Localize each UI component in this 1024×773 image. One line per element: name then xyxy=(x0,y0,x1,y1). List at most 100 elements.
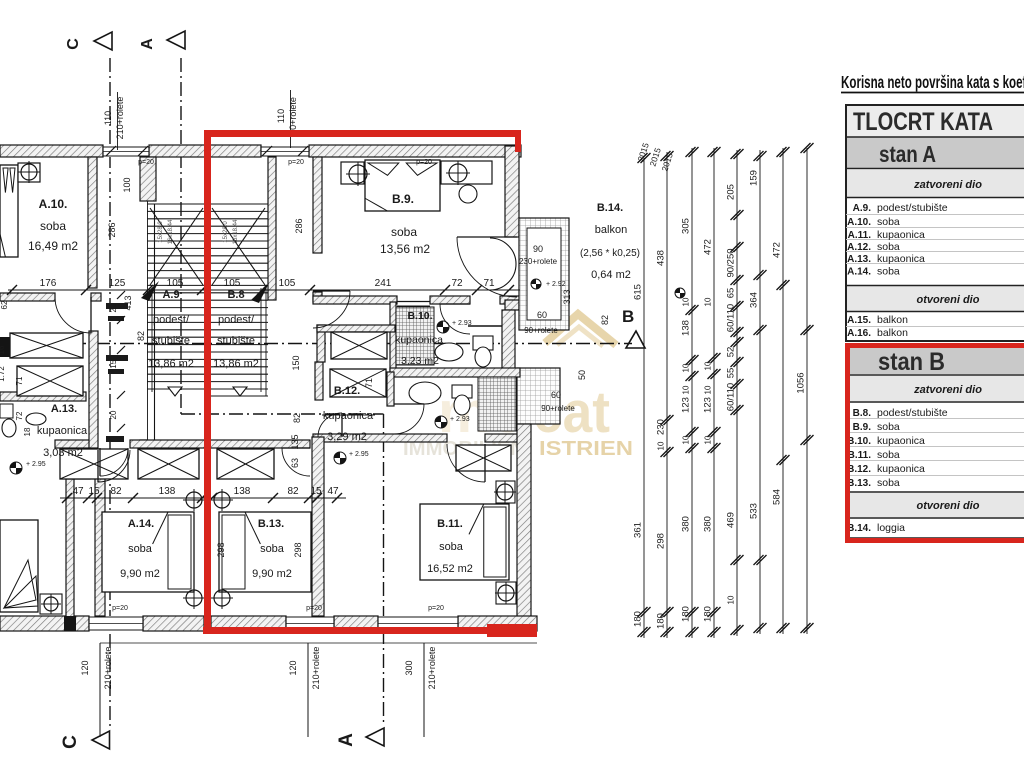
svg-text:C: C xyxy=(60,735,81,749)
svg-text:71: 71 xyxy=(15,376,24,385)
svg-text:180: 180 xyxy=(703,606,714,622)
svg-text:C: C xyxy=(65,38,82,50)
svg-text:298: 298 xyxy=(656,533,667,549)
svg-text:298: 298 xyxy=(216,542,226,557)
svg-text:180: 180 xyxy=(681,606,692,622)
svg-text:10: 10 xyxy=(704,297,713,306)
svg-text:230+rolete: 230+rolete xyxy=(519,257,558,266)
svg-text:p=20: p=20 xyxy=(416,159,432,166)
svg-text:3,29 m2: 3,29 m2 xyxy=(327,431,367,443)
svg-text:438: 438 xyxy=(656,250,667,266)
svg-text:loggia: loggia xyxy=(877,522,905,534)
svg-text:B.8: B.8 xyxy=(227,289,244,301)
svg-text:A.11.: A.11. xyxy=(848,230,872,241)
svg-text:584: 584 xyxy=(772,489,783,505)
svg-text:0,64 m2: 0,64 m2 xyxy=(591,269,631,281)
svg-text:zatvoreni dio: zatvoreni dio xyxy=(913,384,982,396)
svg-text:82: 82 xyxy=(287,486,299,497)
svg-text:B.10.: B.10. xyxy=(407,310,432,322)
svg-text:10+rolete: 10+rolete xyxy=(288,97,298,135)
svg-text:71: 71 xyxy=(483,278,495,289)
svg-text:stan A: stan A xyxy=(879,141,936,167)
svg-text:podest/stubište: podest/stubište xyxy=(877,407,948,419)
svg-text:150: 150 xyxy=(291,355,301,370)
svg-text:305: 305 xyxy=(681,218,692,234)
svg-text:A.13.: A.13. xyxy=(847,254,871,265)
svg-text:469: 469 xyxy=(726,512,737,528)
svg-text:210+rolete: 210+rolete xyxy=(427,647,437,690)
svg-text:105: 105 xyxy=(224,278,241,289)
svg-text:13,86 m2: 13,86 m2 xyxy=(213,358,259,370)
svg-text:B.12.: B.12. xyxy=(334,385,360,397)
svg-text:125: 125 xyxy=(109,278,126,289)
svg-text:soba: soba xyxy=(877,241,900,253)
svg-text:55: 55 xyxy=(726,368,737,379)
svg-text:B.14.: B.14. xyxy=(597,202,623,214)
svg-text:47: 47 xyxy=(72,486,84,497)
svg-text:63: 63 xyxy=(290,458,300,468)
svg-text:123: 123 xyxy=(681,397,692,413)
svg-text:180: 180 xyxy=(633,611,644,627)
svg-text:72: 72 xyxy=(451,278,463,289)
svg-text:balkon: balkon xyxy=(877,314,908,326)
svg-text:16,52 m2: 16,52 m2 xyxy=(427,563,473,575)
svg-text:16x18.44: 16x18.44 xyxy=(168,219,174,244)
svg-text:82: 82 xyxy=(292,413,302,423)
svg-text:180: 180 xyxy=(656,613,667,629)
svg-text:A.16.: A.16. xyxy=(847,328,871,339)
svg-text:B.13.: B.13. xyxy=(847,478,871,489)
svg-text:kupaonica: kupaonica xyxy=(37,425,88,437)
svg-text:120: 120 xyxy=(80,660,90,675)
svg-text:kupaonica: kupaonica xyxy=(877,253,925,265)
svg-text:+ 2.92: + 2.92 xyxy=(546,281,566,288)
svg-text:60/110: 60/110 xyxy=(726,383,737,411)
svg-text:9,90 m2: 9,90 m2 xyxy=(120,568,160,580)
svg-text:16: 16 xyxy=(0,345,6,354)
svg-text:20: 20 xyxy=(109,410,118,419)
svg-text:A: A xyxy=(139,38,156,50)
svg-text:A.14.: A.14. xyxy=(847,267,871,278)
svg-text:otvoreni dio: otvoreni dio xyxy=(917,294,980,306)
svg-text:52: 52 xyxy=(726,347,737,358)
svg-text:100: 100 xyxy=(122,177,132,192)
svg-text:159: 159 xyxy=(749,170,760,186)
svg-text:soba: soba xyxy=(877,421,900,433)
svg-text:otvoreni dio: otvoreni dio xyxy=(917,500,980,512)
svg-text:50: 50 xyxy=(577,370,587,380)
svg-text:p=20: p=20 xyxy=(288,159,304,166)
svg-text:+ 2.93: + 2.93 xyxy=(450,416,470,423)
svg-text:135: 135 xyxy=(290,434,300,449)
svg-text:+ 2.95: + 2.95 xyxy=(26,461,46,468)
svg-text:10: 10 xyxy=(704,435,713,444)
svg-text:138: 138 xyxy=(159,486,176,497)
svg-text:10: 10 xyxy=(727,595,736,604)
svg-text:+ 2.95: + 2.95 xyxy=(349,451,369,458)
svg-text:podest/: podest/ xyxy=(153,314,190,326)
svg-text:9,90 m2: 9,90 m2 xyxy=(252,568,292,580)
svg-text:A.9.: A.9. xyxy=(853,203,872,214)
svg-text:B.13.: B.13. xyxy=(258,518,284,530)
svg-text:13,86 m2: 13,86 m2 xyxy=(148,358,194,370)
svg-text:313: 313 xyxy=(562,289,572,304)
svg-text:3,23 m2: 3,23 m2 xyxy=(401,355,439,367)
svg-text:151: 151 xyxy=(109,355,118,369)
svg-text:16,49 m2: 16,49 m2 xyxy=(28,239,78,253)
svg-text:110: 110 xyxy=(276,109,286,123)
svg-text:+ 2.93: + 2.93 xyxy=(452,320,472,327)
svg-text:105: 105 xyxy=(279,278,296,289)
svg-text:13,56 m2: 13,56 m2 xyxy=(380,242,430,256)
svg-text:B.9.: B.9. xyxy=(853,422,872,433)
svg-text:p=20: p=20 xyxy=(306,605,322,612)
svg-text:120: 120 xyxy=(288,660,298,675)
svg-text:210+rolete: 210+rolete xyxy=(115,97,125,140)
svg-text:stan B: stan B xyxy=(878,348,945,376)
svg-text:533: 533 xyxy=(749,503,760,519)
svg-text:soba: soba xyxy=(128,543,153,555)
svg-text:kupaonica: kupaonica xyxy=(323,410,374,422)
svg-text:TLOCRT KATA: TLOCRT KATA xyxy=(853,108,993,136)
svg-text:B.10.: B.10. xyxy=(847,436,871,447)
svg-text:90+rolete: 90+rolete xyxy=(541,404,575,413)
svg-text:123: 123 xyxy=(703,397,714,413)
svg-text:Korisna neto površina kata s k: Korisna neto površina kata s koeficijen xyxy=(841,72,1024,92)
svg-text:kupaonica: kupaonica xyxy=(877,229,925,241)
